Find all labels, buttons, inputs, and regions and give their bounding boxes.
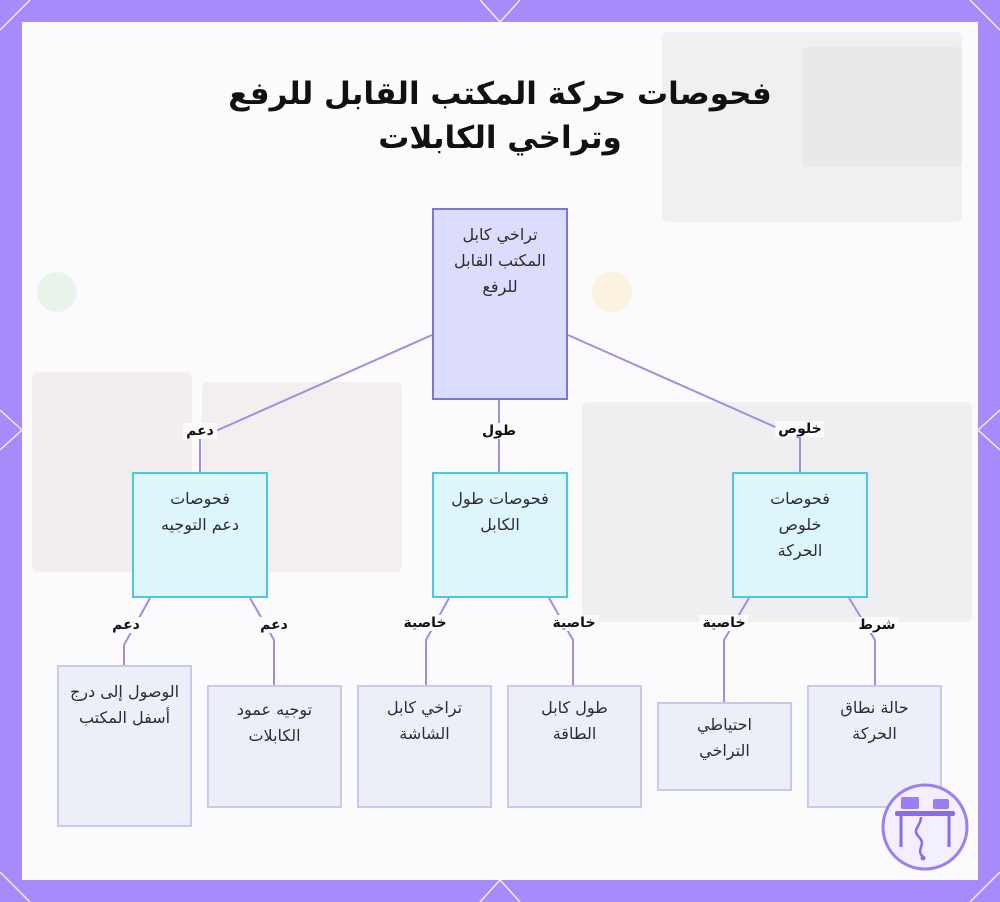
leaf-label: احتياطي التراخي: [675, 712, 775, 764]
leaf-label: حالة نطاق الحركة: [825, 695, 925, 747]
edge-length-to-power: [549, 598, 573, 685]
edge-label: دعم: [257, 617, 291, 633]
diagram-title: فحوصات حركة المكتب القابل للرفع وتراخي ا…: [220, 72, 780, 160]
edge-root-to-clearance: [568, 335, 800, 472]
desk-logo-icon: [881, 783, 969, 871]
leaf-label: الوصول إلى درج أسفل المكتب: [67, 679, 182, 731]
category-node-clearance: فحوصات خلوص الحركة: [732, 472, 868, 598]
leaf-node-power: طول كابل الطاقة: [507, 685, 642, 808]
edge-label: دعم: [183, 423, 217, 439]
leaf-label: طول كابل الطاقة: [525, 695, 625, 747]
category-node-length: فحوصات طول الكابل: [432, 472, 568, 598]
edge-support-to-column: [250, 598, 274, 685]
category-label: فحوصات خلوص الحركة: [755, 486, 845, 564]
root-node-label: تراخي كابل المكتب القابل للرفع: [445, 222, 555, 300]
edge-label: طول: [479, 423, 519, 439]
category-node-support: فحوصات دعم التوجيه: [132, 472, 268, 598]
edge-label: شرط: [855, 617, 898, 633]
leaf-label: توجيه عمود الكابلات: [230, 697, 320, 749]
category-label: فحوصات دعم التوجيه: [155, 486, 245, 538]
edge-label: دعم: [109, 617, 143, 633]
category-label: فحوصات طول الكابل: [445, 486, 555, 538]
edge-label: خاصية: [549, 615, 598, 631]
root-node: تراخي كابل المكتب القابل للرفع: [432, 208, 568, 400]
edge-label: خاصية: [400, 615, 449, 631]
edge-label: خاصية: [699, 615, 748, 631]
edge-clearance-to-range: [849, 598, 875, 685]
edge-length-to-monitor: [426, 598, 449, 685]
edge-clearance-to-slack: [724, 598, 749, 702]
leaf-label: تراخي كابل الشاشة: [375, 695, 475, 747]
leaf-node-slack: احتياطي التراخي: [657, 702, 792, 791]
leaf-node-column: توجيه عمود الكابلات: [207, 685, 342, 808]
edge-root-to-support: [200, 335, 432, 472]
edge-label: خلوص: [775, 421, 824, 437]
leaf-node-monitor: تراخي كابل الشاشة: [357, 685, 492, 808]
leaf-node-drawer: الوصول إلى درج أسفل المكتب: [57, 665, 192, 827]
